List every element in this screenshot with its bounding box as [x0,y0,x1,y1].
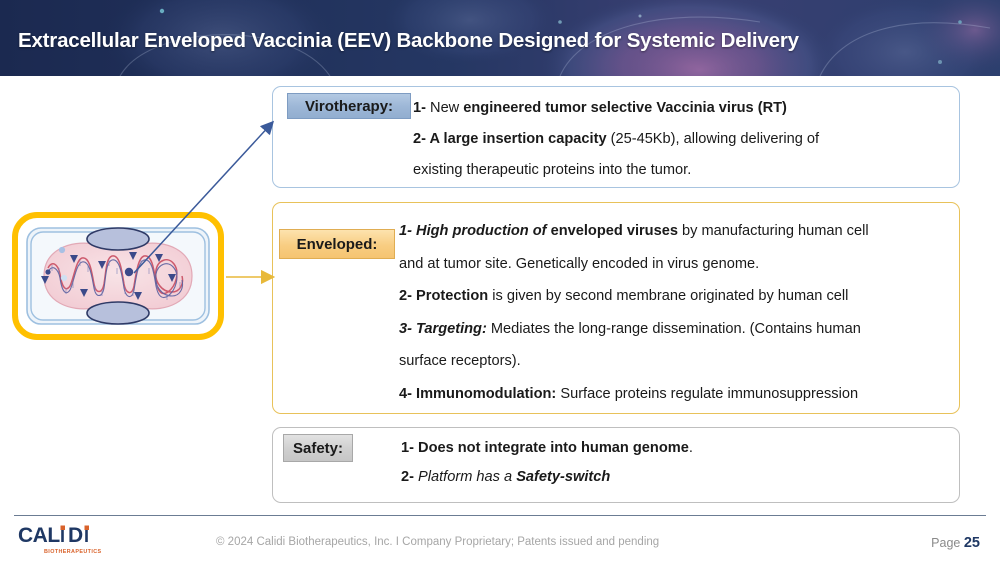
badge-virotherapy: Virotherapy: [287,93,411,119]
enveloped-virus-cell-diagram [12,212,224,340]
enveloped-line-4: 3- Targeting: Mediates the long-range di… [399,313,955,346]
text-run: enveloped viruses [550,223,682,239]
enveloped-line-3: 2- Protection is given by second membran… [399,280,955,313]
badge-safety: Safety: [283,434,353,462]
page-number: 25 [963,535,980,551]
enveloped-line-1: 1- High production of enveloped viruses … [399,215,955,248]
lateral-body-bottom [86,301,150,325]
footer-page-indicator: Page 25 [931,535,980,551]
logo-wordmark: CAL [18,524,60,547]
text-run: surface receptors). [399,353,521,369]
cell-dot-2 [60,274,68,282]
text-run: Safety-switch [516,469,611,485]
outer-envelope-outline [12,212,224,340]
text-run: and at tumor site. Genetically encoded i… [399,255,760,272]
text-run: 2- [401,469,419,485]
enveloped-line-5: surface receptors). [399,345,955,378]
logo-wordmark-d: D [68,524,83,547]
text-run: 4- Immunomodulation: [399,385,561,402]
safety-text-block: 1- Does not integrate into human genome.… [401,434,941,492]
text-run: 2- Protection [399,288,493,304]
text-run: 3- Targeting: [399,320,491,337]
safety-line-2: 2- Platform has a Safety-switch [401,463,941,492]
text-run: by manufacturing human cell [682,223,869,239]
logo-dot-2 [84,525,89,530]
virotherapy-line-3: existing therapeutic proteins into the t… [413,155,953,186]
text-run: 1- High production of [399,223,551,239]
virotherapy-text-block: 1- New engineered tumor selective Vaccin… [413,93,953,186]
text-run: is given by second membrane originated b… [492,288,849,304]
header-background-image [0,0,1000,76]
cell-dot-1 [58,246,66,254]
logo-wordmark-i1: I [60,526,65,546]
enveloped-line-2: and at tumor site. Genetically encoded i… [399,248,955,281]
text-run: New [430,100,464,116]
page-title: Extracellular Enveloped Vaccinia (EEV) B… [18,29,799,52]
text-run: engineered tumor selective Vaccinia viru… [463,100,787,116]
text-run: . [688,440,693,456]
panel-safety: Safety: 1- Does not integrate into human… [272,427,960,503]
panel-virotherapy: Virotherapy: 1- New engineered tumor sel… [272,86,960,188]
safety-line-1: 1- Does not integrate into human genome. [401,434,941,463]
footer-copyright: © 2024 Calidi Biotherapeutics, Inc. I Co… [216,536,660,548]
footer-divider [14,515,986,517]
text-run: 1- [413,100,431,116]
lateral-body-top [86,227,150,251]
text-run: Mediates the long-range dissemination. (… [490,320,861,337]
slide-header: Extracellular Enveloped Vaccinia (EEV) B… [0,0,1000,76]
text-run: Platform has a [418,469,517,485]
logo-dot-1 [60,525,65,530]
genome-end-node [45,269,51,275]
genome-origin-node [124,267,134,277]
virotherapy-line-1: 1- New engineered tumor selective Vaccin… [413,93,953,124]
enveloped-line-6: 4- Immunomodulation: Surface proteins re… [399,378,955,411]
calidi-logo: CAL I D I BIOTHERAPEUTICS [18,524,102,555]
badge-enveloped: Enveloped: [279,229,395,259]
text-run: 2- A large insertion capacity [413,131,611,147]
logo-wordmark-i2: I [84,526,89,546]
virotherapy-line-2: 2- A large insertion capacity (25-45Kb),… [413,124,953,155]
text-run: existing therapeutic proteins into the t… [413,162,692,178]
text-run: Surface proteins regulate immunosuppress… [560,385,859,402]
text-run: 1- Does not integrate into human genome [401,440,689,456]
enveloped-text-block: 1- High production of enveloped viruses … [399,215,955,410]
page-label: Page [931,536,961,550]
text-run: (25-45Kb), allowing delivering of [610,131,820,147]
logo-tagline: BIOTHERAPEUTICS [44,549,102,555]
panel-enveloped: Enveloped: 1- High production of envelop… [272,202,960,414]
